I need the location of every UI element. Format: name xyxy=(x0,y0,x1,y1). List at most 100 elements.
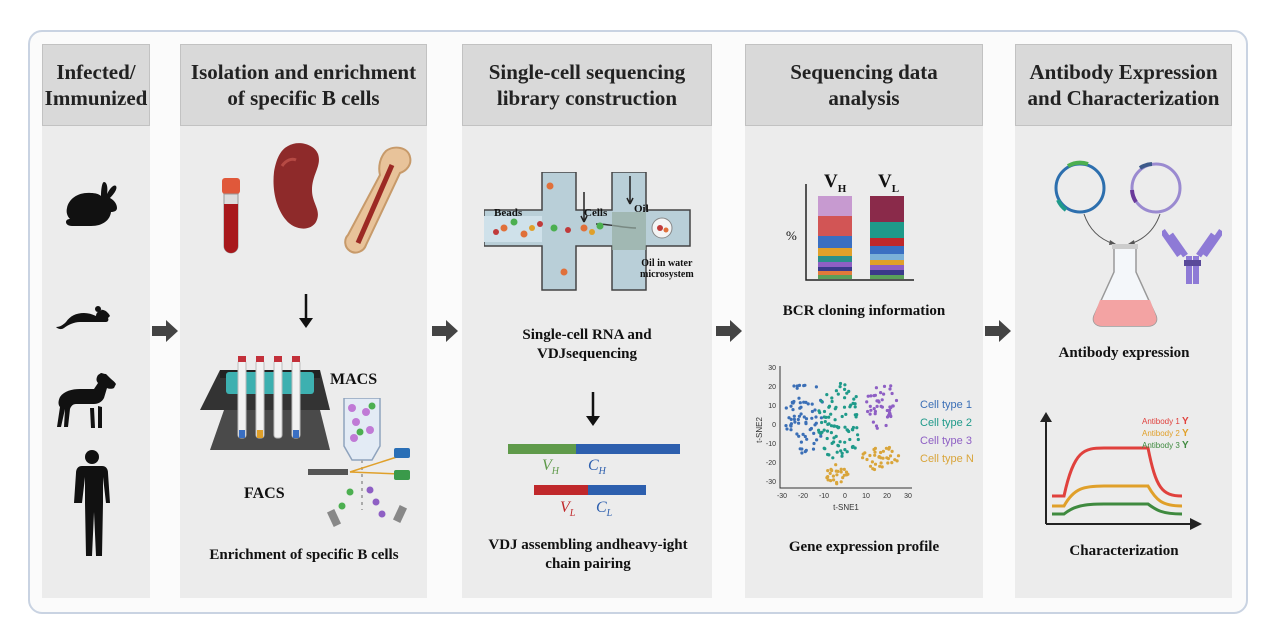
tsne-point xyxy=(787,416,791,420)
tsne-point xyxy=(834,434,838,438)
tsne-point xyxy=(873,450,877,454)
tsne-point xyxy=(845,391,849,395)
tsne-point xyxy=(839,467,843,471)
tsne-point xyxy=(800,451,804,455)
tsne-point xyxy=(832,478,836,482)
legend-item-cell-type-2: Cell type 2 xyxy=(920,417,972,429)
macs-label: MACS xyxy=(330,371,378,388)
tsne-point xyxy=(785,427,789,431)
tsne-point xyxy=(839,470,843,474)
tsne-point xyxy=(801,432,805,436)
tsne-point xyxy=(834,389,838,393)
tsne-point xyxy=(848,405,852,409)
tsne-point xyxy=(843,425,847,429)
tsne-point xyxy=(880,465,884,469)
macs-rack-icon xyxy=(200,356,330,450)
flow-arrow-3 xyxy=(716,320,742,342)
tsne-point xyxy=(870,460,874,464)
stage-title-5: Antibody Expression and Characterization xyxy=(1015,44,1232,126)
tsne-point xyxy=(830,396,834,400)
expression-caption-1: Antibody expression xyxy=(1058,345,1190,361)
tsne-x-tick: 20 xyxy=(883,493,891,500)
tsne-point xyxy=(832,440,836,444)
tsne-point xyxy=(873,412,877,416)
tsne-point xyxy=(789,417,793,421)
tsne-point xyxy=(829,412,833,416)
tsne-point xyxy=(790,400,794,404)
tsne-point xyxy=(810,402,814,406)
tsne-point xyxy=(853,405,857,409)
tsne-point xyxy=(827,404,832,408)
tsne-point xyxy=(784,424,788,428)
expression-caption-2: Characterization xyxy=(1069,543,1179,559)
tsne-point xyxy=(850,445,855,449)
tsne-point xyxy=(817,428,821,432)
tsne-point xyxy=(822,428,826,432)
tsne-y-label: t-SNE2 xyxy=(756,417,764,443)
tsne-point xyxy=(784,406,788,410)
tsne-point xyxy=(850,427,854,432)
mouse-icon xyxy=(56,306,110,330)
tsne-point xyxy=(874,386,878,390)
tsne-point xyxy=(789,422,793,426)
tsne-point xyxy=(896,454,901,458)
tsne-x-tick: -10 xyxy=(819,493,829,500)
legend-item-cell-type-n: Cell type N xyxy=(920,453,974,465)
human-icon xyxy=(74,450,110,556)
tsne-point xyxy=(792,384,796,388)
bar-vl-label: VL xyxy=(878,171,900,195)
tsne-point xyxy=(795,386,799,390)
tsne-point xyxy=(826,469,830,473)
tsne-point xyxy=(879,456,883,460)
facs-label: FACS xyxy=(244,485,285,502)
tsne-point xyxy=(789,428,793,432)
tsne-point xyxy=(855,426,859,430)
plasmid-icon xyxy=(1130,162,1182,214)
tsne-point xyxy=(822,415,826,419)
vh-segment xyxy=(508,444,576,454)
legend-item-antibody-3: Antibody 3 Y xyxy=(1142,440,1189,451)
analysis-caption-1: BCR cloning information xyxy=(782,303,946,319)
tsne-point xyxy=(840,451,844,455)
tsne-point xyxy=(789,404,793,408)
tsne-point xyxy=(799,440,803,444)
tsne-point xyxy=(888,387,892,391)
tsne-point xyxy=(875,404,879,408)
tsne-point xyxy=(802,384,806,388)
tsne-point xyxy=(888,405,892,409)
tsne-y-tick: -20 xyxy=(766,460,776,467)
tsne-point xyxy=(873,462,878,466)
bar-vh-label: VH xyxy=(824,171,847,195)
tsne-point xyxy=(829,479,833,483)
tsne-point xyxy=(868,412,872,416)
tsne-point xyxy=(798,406,802,410)
percent-label: % xyxy=(786,228,797,243)
tsne-point xyxy=(846,472,850,476)
tsne-x-tick: 30 xyxy=(904,493,912,500)
down-arrow-icon xyxy=(299,294,313,328)
tsne-point xyxy=(834,405,838,409)
tsne-y-tick: 10 xyxy=(768,403,776,410)
tsne-point xyxy=(833,418,837,422)
tsne-point xyxy=(865,400,869,404)
tsne-point xyxy=(873,453,877,457)
tsne-x-label: t-SNE1 xyxy=(833,503,859,512)
analysis-caption-2: Gene expression profile xyxy=(788,539,940,555)
tsne-point xyxy=(836,392,840,396)
tsne-point xyxy=(791,408,795,412)
tsne-point xyxy=(851,401,855,405)
tsne-point xyxy=(815,438,819,442)
tsne-y-tick: -10 xyxy=(766,441,776,448)
tsne-point xyxy=(808,428,812,432)
tsne-x-tick: 0 xyxy=(843,493,847,500)
stage-title-1: Infected/ Immunized xyxy=(42,44,150,126)
tsne-point xyxy=(798,401,802,405)
tsne-point xyxy=(803,434,807,439)
tsne-point xyxy=(843,383,847,387)
tsne-point xyxy=(820,420,824,425)
microfluidic-chip-icon xyxy=(484,172,691,291)
tsne-point xyxy=(817,409,821,413)
tsne-point xyxy=(854,395,858,399)
vl-label: VL xyxy=(560,499,576,520)
binding-kinetics-plot xyxy=(1040,412,1202,530)
